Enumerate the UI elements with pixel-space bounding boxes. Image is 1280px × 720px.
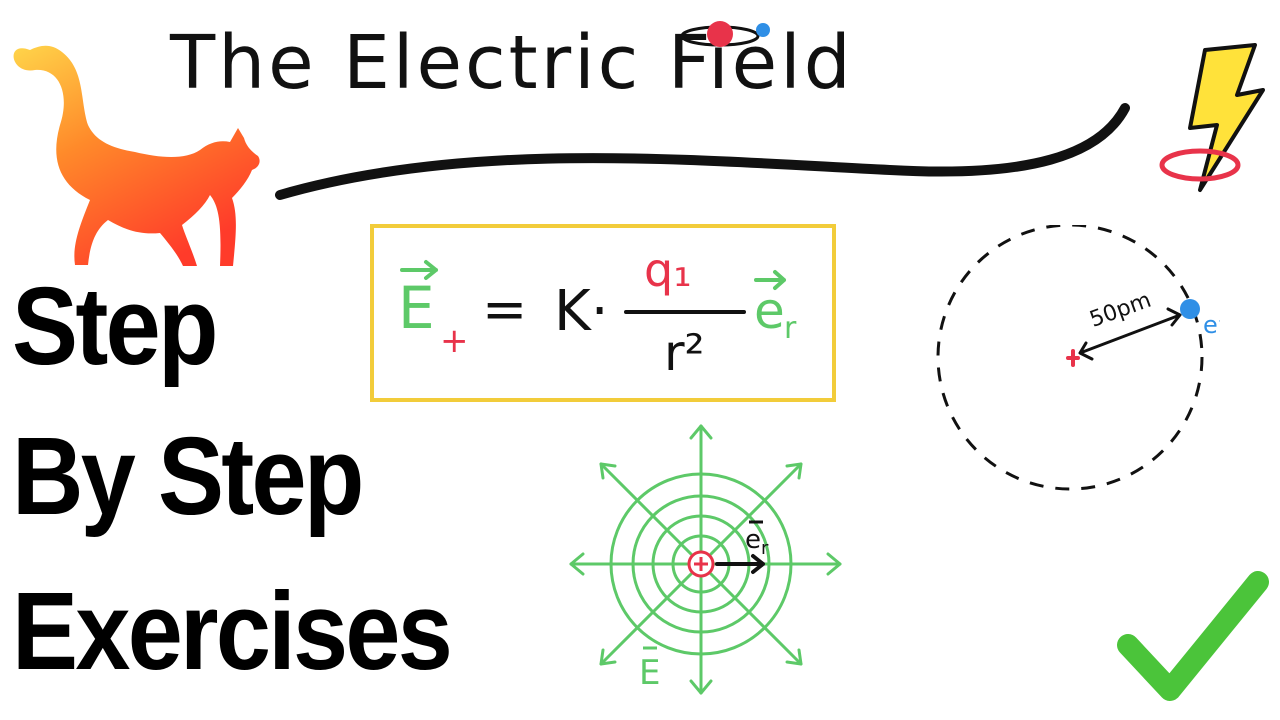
page-title: The Electric Field bbox=[170, 20, 854, 106]
coulomb-field-formula: E + = K· q₁ r² e r bbox=[398, 243, 797, 382]
formula-lhs: E bbox=[398, 274, 435, 342]
distance-arrow bbox=[1078, 307, 1182, 361]
field-unit-vector-label: e bbox=[745, 525, 761, 555]
lightning-bolt-icon bbox=[1159, 43, 1265, 192]
formula-equals: = bbox=[482, 278, 527, 341]
nucleus-charge-icon bbox=[1066, 349, 1080, 367]
headline-line-1: Step bbox=[12, 265, 218, 388]
formula-numerator: q₁ bbox=[644, 243, 692, 297]
check-mark-icon bbox=[1117, 571, 1269, 701]
field-label: E bbox=[639, 653, 660, 693]
formula-unit-vector-subscript: r bbox=[784, 311, 797, 346]
atom-icon bbox=[680, 21, 770, 47]
headline-line-3: Exercises bbox=[12, 570, 453, 693]
electron-icon bbox=[1180, 299, 1200, 319]
radial-field-diagram: e r E bbox=[569, 424, 842, 695]
headline-line-2: By Step bbox=[12, 415, 364, 538]
field-unit-vector-subscript: r bbox=[761, 538, 769, 559]
cat-mascot-icon bbox=[13, 45, 260, 267]
orbit-diagram: 50pm e⁻ bbox=[936, 225, 1220, 491]
formula-denominator: r² bbox=[664, 324, 705, 382]
title-underline bbox=[275, 103, 1130, 200]
distance-label: 50pm bbox=[1086, 288, 1154, 333]
formula-box bbox=[370, 224, 836, 402]
formula-lhs-subscript: + bbox=[440, 321, 469, 361]
formula-constant: K· bbox=[554, 279, 609, 344]
electron-label: e⁻ bbox=[1203, 311, 1220, 339]
formula-unit-vector: e bbox=[754, 282, 785, 340]
